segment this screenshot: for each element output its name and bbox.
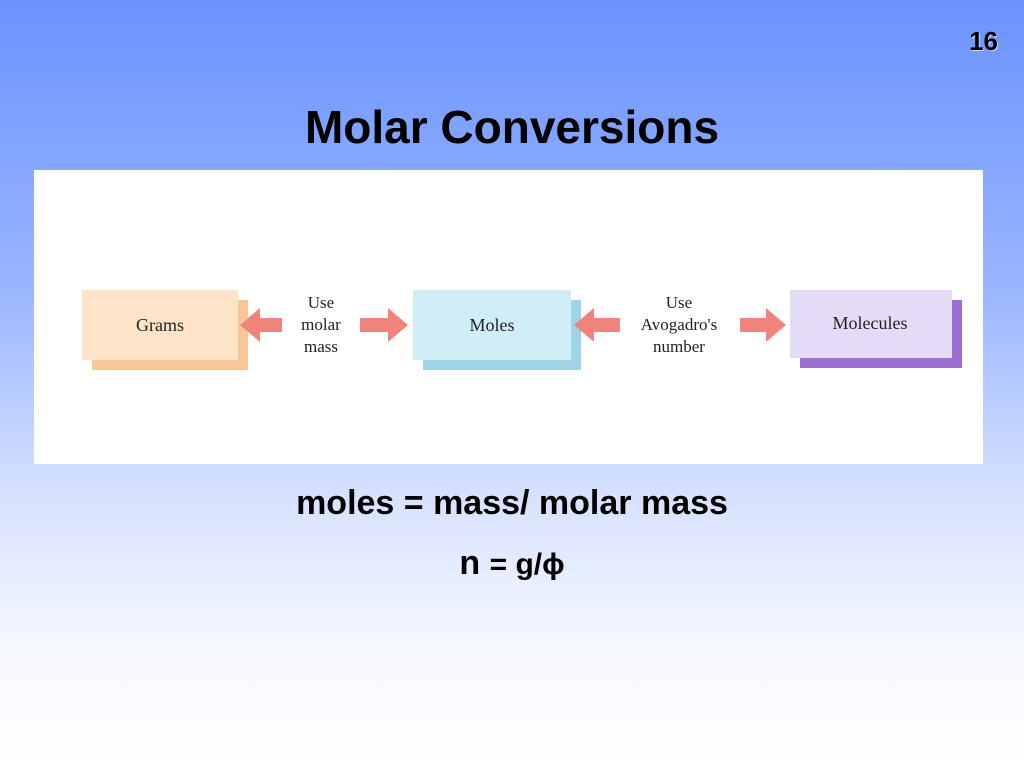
right-double-arrow: [574, 308, 786, 342]
moles-label: Moles: [470, 315, 515, 335]
moles-box: Moles: [413, 290, 581, 370]
arrow-to-molecules-icon: [740, 308, 786, 342]
molar-mass-line-1: Use: [308, 293, 334, 312]
conversion-diagram: Grams Use molar mass Moles Use Avogadro'…: [34, 170, 983, 464]
n-formula: n = g/ϕ: [0, 544, 1024, 583]
arrow-to-moles-icon: [360, 308, 408, 342]
molar-mass-line-3: mass: [304, 337, 338, 356]
avogadro-label: Use Avogadro's number: [641, 293, 717, 356]
molar-mass-line-2: molar: [301, 315, 341, 334]
molecules-box-face: [790, 290, 952, 358]
grams-box-face: [82, 290, 238, 360]
avogadro-line-3: number: [653, 337, 705, 356]
left-double-arrow: [240, 308, 408, 342]
avogadro-line-2: Avogadro's: [641, 315, 717, 334]
molar-mass-label: Use molar mass: [301, 293, 341, 356]
arrow-to-grams-icon: [240, 308, 282, 342]
molecules-label: Molecules: [833, 313, 908, 333]
slide-title: Molar Conversions: [304, 101, 720, 153]
g-over-phi: = g/ϕ: [489, 548, 565, 581]
arrow-to-moles-right-icon: [574, 308, 620, 342]
moles-box-face: [413, 290, 571, 360]
n-symbol: n: [459, 544, 481, 582]
molecules-box: Molecules: [790, 290, 962, 368]
slide-number: 16: [969, 26, 998, 56]
moles-formula: moles = mass/ molar mass: [296, 484, 728, 522]
grams-box: Grams: [82, 290, 248, 370]
grams-label: Grams: [136, 315, 184, 335]
avogadro-line-1: Use: [666, 293, 692, 312]
